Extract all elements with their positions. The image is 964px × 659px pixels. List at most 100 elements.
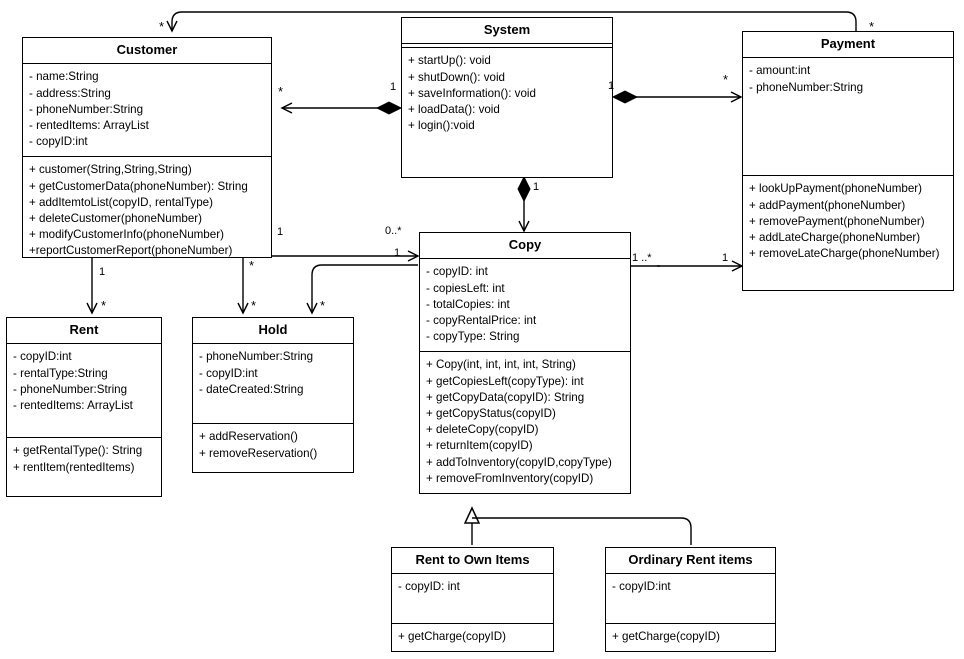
class-title-rent-to-own-items: Rent to Own Items (392, 548, 553, 575)
operation: + removeFromInventory(copyID) (426, 471, 594, 485)
attribute: - amount:int (749, 64, 811, 78)
class-box-copy[interactable]: Copy - copyID: int - copiesLeft: int - t… (419, 232, 631, 494)
class-box-customer[interactable]: Customer - name:String - address:String … (22, 37, 272, 258)
multiplicity-system-left: 1 (390, 81, 397, 93)
multiplicity-customer-hold-source: * (249, 258, 255, 273)
class-attributes-rent: - copyID:int - rentalType:String - phone… (7, 344, 161, 439)
attribute: - phoneNumber:String (749, 80, 864, 94)
operation: + getCopyStatus(copyID) (426, 407, 556, 421)
operation: +reportCustomerReport(phoneNumber) (29, 244, 233, 258)
operation: + addReservation() (199, 430, 298, 444)
operation: + getCopyData(copyID): String (426, 390, 585, 404)
attribute: - copyID: int (426, 265, 488, 279)
attribute: - name:String (29, 70, 99, 84)
class-title-customer: Customer (23, 38, 271, 65)
attribute: - copyRentalPrice: int (426, 313, 537, 327)
multiplicity-customer-copy-target: 0..* (385, 225, 402, 237)
class-title-rent: Rent (7, 318, 161, 345)
operation: + deleteCopy(copyID) (426, 423, 539, 437)
class-attributes-hold: - phoneNumber:String - copyID:int - date… (193, 344, 353, 425)
edge-copy-hold (306, 264, 418, 315)
class-box-rent-to-own-items[interactable]: Rent to Own Items - copyID: int + getCha… (391, 547, 554, 652)
operation: + Copy(int, int, int, int, String) (426, 358, 576, 372)
class-title-payment: Payment (743, 32, 953, 59)
operation: + getCharge(copyID) (612, 629, 720, 643)
attribute: - phoneNumber:String (199, 350, 314, 364)
operation: + deleteCustomer(phoneNumber) (29, 212, 203, 226)
multiplicity-copy-hold-target: * (320, 298, 326, 313)
attribute: - dateCreated:String (199, 382, 304, 396)
multiplicity-customer-rent-target: * (101, 298, 107, 313)
class-box-system[interactable]: System + startUp(): void + shutDown(): v… (401, 17, 613, 178)
operation: + login():void (408, 119, 475, 133)
multiplicity-system-right: 1 (608, 80, 615, 92)
edge-system-payment (611, 90, 743, 104)
edge-system-customer (280, 101, 403, 115)
class-operations-ordinary-rent-items: + getCharge(copyID) (606, 624, 775, 651)
class-title-copy: Copy (420, 233, 630, 260)
attribute: - copyID:int (29, 135, 88, 149)
class-title-system: System (402, 18, 612, 45)
operation: + getCharge(copyID) (398, 629, 506, 643)
operation: + addPayment(phoneNumber) (749, 198, 906, 212)
attribute: - phoneNumber:String (13, 382, 128, 396)
class-box-ordinary-rent-items[interactable]: Ordinary Rent items - copyID:int + getCh… (605, 547, 776, 652)
attribute: - rentedItems: ArrayList (29, 118, 149, 132)
class-operations-rent: + getRentalType(): String + rentItem(ren… (7, 438, 161, 481)
operation: + removeReservation() (199, 446, 318, 460)
operation: + removeLateCharge(phoneNumber) (749, 247, 940, 261)
class-attributes-system (402, 44, 612, 49)
attribute: - copyID:int (612, 580, 671, 594)
multiplicity-customer-right: * (278, 84, 284, 99)
multiplicity-payment-left: * (723, 72, 729, 87)
attribute: - copyID:int (13, 350, 72, 364)
class-box-payment[interactable]: Payment - amount:int - phoneNumber:Strin… (742, 31, 954, 291)
attribute: - rentalType:String (13, 366, 108, 380)
class-attributes-payment: - amount:int - phoneNumber:String (743, 58, 953, 177)
multiplicity-customer-copy-source: 1 (277, 226, 284, 238)
operation: + removePayment(phoneNumber) (749, 214, 925, 228)
operation: + getCopiesLeft(copyType): int (426, 374, 584, 388)
operation: + addLateCharge(phoneNumber) (749, 230, 921, 244)
edge-ordinary-rent-generalization (472, 517, 692, 545)
attribute: - copyID: int (398, 580, 460, 594)
class-title-hold: Hold (193, 318, 353, 345)
multiplicity-copy-payment-target: 1 (722, 252, 729, 264)
operation: + loadData(): void (408, 102, 500, 116)
attribute: - phoneNumber:String (29, 102, 144, 116)
class-title-ordinary-rent-items: Ordinary Rent items (606, 548, 775, 575)
operation: + returnItem(copyID) (426, 439, 533, 453)
edge-system-copy (517, 175, 531, 233)
attribute: - rentedItems: ArrayList (13, 398, 133, 412)
operation: + addItemtoList(copyID, rentalType) (29, 195, 213, 209)
operation: + customer(String,String,String) (29, 163, 192, 177)
multiplicity-customer-top: * (159, 19, 165, 34)
class-attributes-ordinary-rent-items: - copyID:int (606, 574, 775, 624)
attribute: - copyType: String (426, 330, 520, 344)
attribute: - copyID:int (199, 366, 258, 380)
operation: + shutDown(): void (408, 70, 505, 84)
operation: + startUp(): void (408, 54, 491, 68)
attribute: - address:String (29, 86, 111, 100)
class-box-rent[interactable]: Rent - copyID:int - rentalType:String - … (6, 317, 162, 497)
class-attributes-rent-to-own-items: - copyID: int (392, 574, 553, 624)
class-operations-copy: + Copy(int, int, int, int, String) + get… (420, 352, 630, 493)
class-operations-payment: + lookUpPayment(phoneNumber) + addPaymen… (743, 176, 953, 268)
operation: + getRentalType(): String (13, 444, 143, 458)
attribute: - copiesLeft: int (426, 281, 505, 295)
multiplicity-customer-hold-target: * (251, 298, 257, 313)
operation: + lookUpPayment(phoneNumber) (749, 182, 923, 196)
multiplicity-customer-rent-source: 1 (99, 266, 106, 278)
class-attributes-customer: - name:String - address:String - phoneNu… (23, 64, 271, 158)
multiplicity-payment-top: * (869, 19, 875, 34)
multiplicity-copy-left: 1 (394, 247, 401, 259)
operation: + getCustomerData(phoneNumber): String (29, 179, 248, 193)
attribute: - totalCopies: int (426, 297, 510, 311)
class-operations-rent-to-own-items: + getCharge(copyID) (392, 624, 553, 651)
operation: + saveInformation(): void (408, 86, 536, 100)
class-operations-customer: + customer(String,String,String) + getCu… (23, 157, 271, 265)
class-operations-hold: + addReservation() + removeReservation() (193, 424, 353, 467)
multiplicity-copy-payment-source: 1 ..* (632, 252, 652, 264)
class-box-hold[interactable]: Hold - phoneNumber:String - copyID:int -… (192, 317, 354, 473)
